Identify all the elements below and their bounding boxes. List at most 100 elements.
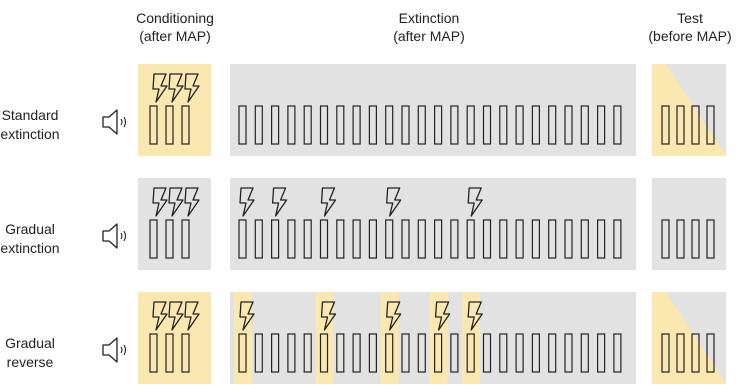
trial-bar (287, 105, 296, 145)
trial-bar (434, 105, 443, 145)
trial-bar (165, 333, 174, 373)
trial-bar (287, 219, 296, 259)
row-label-gradual-rev-line2: reverse (7, 354, 54, 370)
speaker-icon (102, 337, 127, 363)
row-label-gradual-ext-line1: Gradual (5, 221, 55, 237)
trial-bar (466, 105, 475, 145)
trial-bar (254, 105, 263, 145)
trial-bar (271, 333, 280, 373)
trial-bar (319, 105, 329, 145)
trial-bar (303, 219, 312, 259)
extinction-trial-highlight (462, 292, 481, 384)
trial-bar (531, 105, 541, 145)
trial-bar (401, 333, 410, 373)
trial-bar (499, 219, 508, 259)
trial-bar (499, 105, 508, 145)
conditioning-header-line1: Conditioning (136, 10, 214, 26)
trial-bar (165, 219, 174, 259)
trial-bar (450, 333, 459, 373)
trial-bar (336, 105, 345, 145)
trial-bar (401, 105, 410, 145)
trial-bar (580, 333, 589, 373)
trial-bar (596, 105, 606, 145)
trial-bar (482, 105, 492, 145)
lightning-bolt-icon (271, 187, 288, 217)
row-label-gradual-rev-line1: Gradual (5, 335, 55, 351)
trial-bar (580, 219, 589, 259)
trial-bar (238, 105, 247, 145)
trial-bar (165, 105, 174, 145)
trial-bar (319, 333, 329, 373)
trial-bar (417, 219, 426, 259)
trial-bar (515, 333, 524, 373)
trial-bar (580, 105, 589, 145)
trial-bar (564, 333, 573, 373)
trial-bar (434, 219, 443, 259)
trial-bar (691, 105, 700, 145)
lightning-bolt-icon (386, 187, 402, 217)
trial-bar (466, 219, 475, 259)
trial-bar (676, 219, 685, 259)
trial-bar (450, 105, 459, 145)
lightning-bolt-icon (434, 301, 451, 331)
trial-bar (466, 333, 475, 373)
trial-bar (613, 219, 622, 259)
trial-bar (254, 333, 263, 373)
trial-bar (254, 219, 263, 259)
trial-bar (352, 219, 361, 259)
trial-bar (287, 333, 296, 373)
lightning-bolt-icon (152, 187, 168, 217)
trial-bar (482, 333, 492, 373)
lightning-bolt-icon (152, 301, 168, 331)
trial-bar (181, 219, 190, 259)
extinction-trial-highlight (429, 292, 448, 384)
trial-bar (596, 219, 606, 259)
lightning-bolt-icon (239, 301, 255, 331)
trial-bar (691, 219, 700, 259)
extinction-header-line1: Extinction (399, 10, 460, 26)
extinction-box (230, 178, 636, 270)
extinction-box (230, 64, 636, 156)
test-box (652, 178, 726, 270)
trial-bar (368, 219, 377, 259)
lightning-bolt-icon (184, 73, 200, 103)
row-label-standard-line2: extinction (0, 126, 59, 142)
trial-bar (613, 333, 622, 373)
trial-bar (319, 219, 329, 259)
extinction-header-line2: (after MAP) (393, 28, 465, 44)
trial-bar (368, 333, 377, 373)
lightning-bolt-icon (184, 301, 200, 331)
trial-bar (564, 219, 573, 259)
extinction-trial-highlight (380, 292, 399, 384)
conditioning-header-line2: (after MAP) (139, 28, 211, 44)
trial-bar (352, 333, 361, 373)
trial-bar (181, 105, 190, 145)
trial-bar (238, 333, 247, 373)
trial-bar (482, 219, 492, 259)
conditioning-box (138, 292, 211, 384)
conditioning-box (138, 64, 211, 156)
trial-bar (149, 333, 158, 373)
trial-bar (303, 333, 312, 373)
trial-bar (385, 105, 394, 145)
trial-bar (450, 219, 459, 259)
trial-bar (676, 105, 685, 145)
row-label-standard-line1: Standard (2, 107, 59, 123)
trial-bar (271, 105, 280, 145)
trial-bar (401, 219, 410, 259)
trial-bar (548, 333, 557, 373)
trial-bar (238, 219, 247, 259)
trial-bar (385, 333, 394, 373)
trial-bar (706, 105, 715, 145)
lightning-bolt-icon (239, 187, 255, 217)
trial-bar (676, 333, 685, 373)
trial-bar (417, 333, 426, 373)
speaker-icon (102, 223, 127, 249)
lightning-bolt-icon (168, 73, 184, 103)
trial-bar (531, 219, 541, 259)
trial-bar (661, 219, 670, 259)
row-label-gradual-ext-line2: extinction (0, 240, 59, 256)
lightning-bolt-icon (386, 301, 402, 331)
trial-bar (336, 219, 345, 259)
